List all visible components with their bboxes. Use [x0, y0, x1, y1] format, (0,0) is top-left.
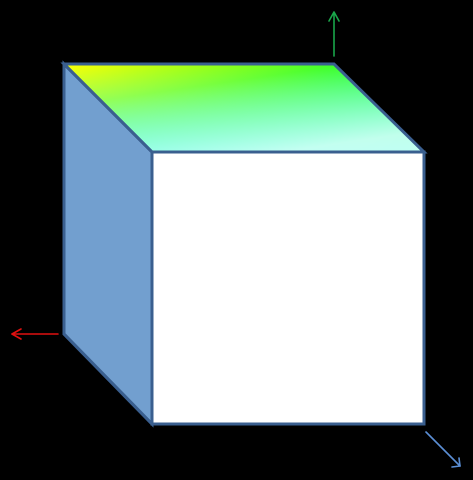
cube-front-face — [150, 150, 426, 426]
left-axis-arrow — [11, 328, 59, 340]
up-axis-arrow — [328, 11, 340, 57]
diagonal-axis-arrow — [425, 431, 461, 468]
cube-top-face-highlight — [64, 64, 424, 152]
cube-left-face-outline — [62, 60, 154, 428]
